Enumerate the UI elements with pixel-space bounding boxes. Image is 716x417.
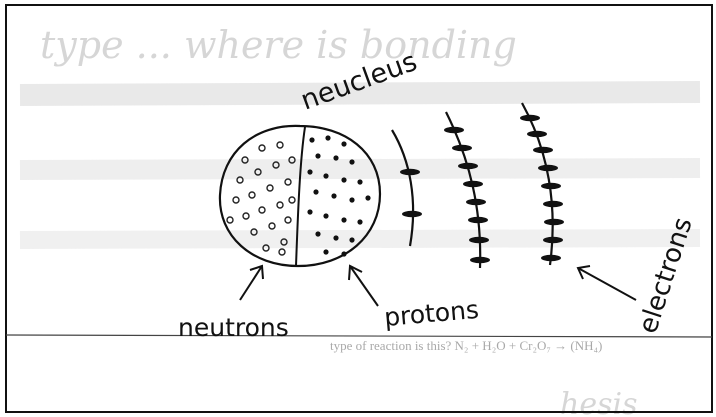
proton-dot <box>341 141 346 146</box>
electron-mark <box>400 169 420 175</box>
faded-question-line: type of reaction is this? N₂ + H₂O + Cr₂… <box>330 338 602 353</box>
electrons-arrow <box>578 266 636 300</box>
neutron-dot <box>259 145 265 151</box>
neutron-dot <box>249 192 255 198</box>
proton-dot <box>323 173 328 178</box>
proton-dot <box>323 249 328 254</box>
electron-mark <box>402 211 422 217</box>
neutron-dot <box>279 249 285 255</box>
neutron-dot <box>227 217 233 223</box>
neutron-dot <box>243 213 249 219</box>
electron-mark <box>520 115 540 121</box>
neutron-dot <box>289 197 295 203</box>
electron-shell-1 <box>392 130 413 246</box>
faded-stroke <box>20 238 700 240</box>
proton-dot <box>323 213 328 218</box>
protons-arrow <box>349 266 378 306</box>
electron-mark <box>527 131 547 137</box>
proton-dot <box>349 237 354 242</box>
proton-dot <box>365 195 370 200</box>
electron-mark <box>541 183 561 189</box>
electron-mark <box>533 147 553 153</box>
electron-mark <box>444 127 464 133</box>
proton-dot <box>349 197 354 202</box>
faded-line-top: type ... where is bonding <box>40 23 517 67</box>
underline <box>6 335 712 337</box>
electron-mark <box>458 163 478 169</box>
protons-label: protons <box>383 295 480 332</box>
proton-dot <box>333 155 338 160</box>
proton-dot <box>313 189 318 194</box>
proton-dot <box>309 137 314 142</box>
electron-mark <box>543 201 563 207</box>
neutron-dot <box>285 179 291 185</box>
electron-mark <box>466 199 486 205</box>
proton-dot <box>325 135 330 140</box>
neutron-dot <box>277 202 283 208</box>
electron-mark <box>463 181 483 187</box>
electron-mark <box>538 165 558 171</box>
proton-dot <box>341 251 346 256</box>
proton-dot <box>315 153 320 158</box>
neutron-dot <box>259 207 265 213</box>
neutron-dot <box>233 197 239 203</box>
electron-mark <box>543 237 563 243</box>
proton-dot <box>357 219 362 224</box>
electron-mark <box>541 255 561 261</box>
proton-dot <box>349 159 354 164</box>
neutron-dot <box>267 185 273 191</box>
neutrons-label: neutrons <box>178 313 289 342</box>
electron-mark <box>544 219 564 225</box>
proton-dot <box>341 177 346 182</box>
proton-dot <box>315 231 320 236</box>
electron-mark <box>470 257 490 263</box>
electron-mark <box>452 145 472 151</box>
proton-dot <box>331 193 336 198</box>
proton-dot <box>307 209 312 214</box>
electron-mark <box>469 237 489 243</box>
neutrons-arrow <box>240 266 263 300</box>
electron-mark <box>468 217 488 223</box>
neutron-dot <box>277 142 283 148</box>
proton-dot <box>357 179 362 184</box>
proton-dot <box>333 235 338 240</box>
proton-dot <box>341 217 346 222</box>
neutron-dot <box>269 223 275 229</box>
neutron-dot <box>285 217 291 223</box>
faded-stroke <box>20 168 700 170</box>
proton-dot <box>307 169 312 174</box>
